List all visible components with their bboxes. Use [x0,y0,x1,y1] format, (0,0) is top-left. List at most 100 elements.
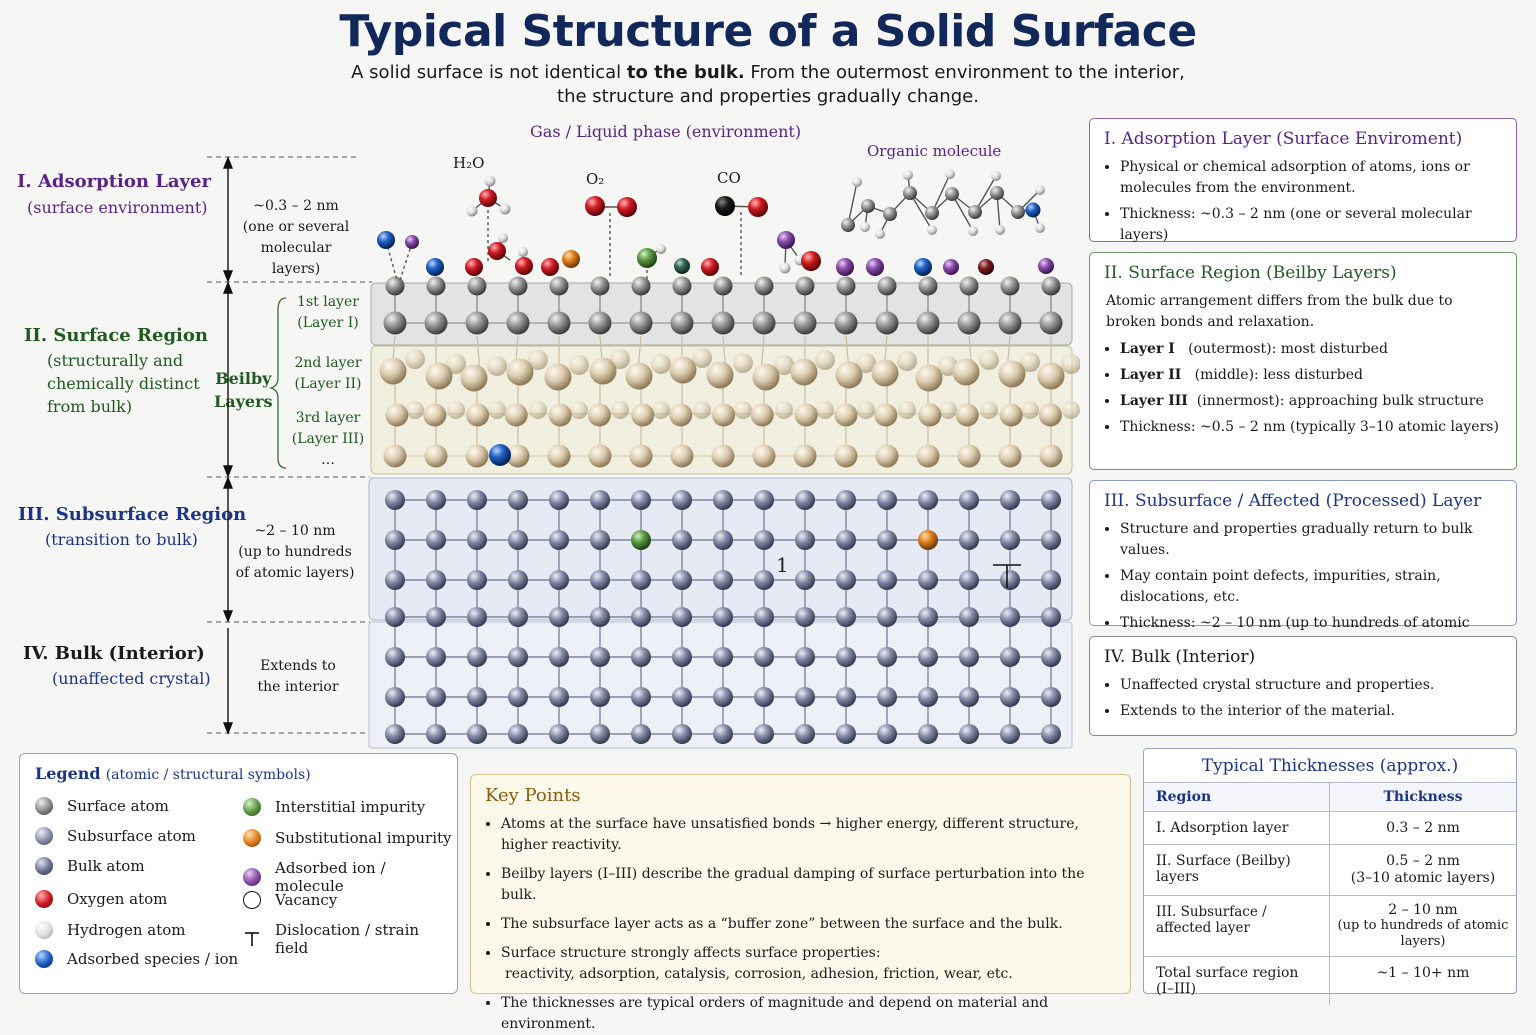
subsurface-atom [669,403,693,427]
subsurface-atom [570,401,588,419]
bulk-atom [467,724,487,744]
subsurface-atom [1039,444,1063,468]
molecule-bond [399,242,413,281]
subsurface-atom [1000,490,1020,510]
subsurface-atom [916,444,940,468]
thickness-note: (up to hundreds of atomic layers) [1337,918,1509,949]
bulk-atom [959,647,979,667]
organic-molecule-label: Organic molecule [867,142,1002,160]
surface-atom [1000,276,1020,296]
subtitle-part: A solid surface is not identical [351,62,627,83]
surface-atom [793,311,817,335]
subsurface-atom [815,350,835,370]
bulk-atom [918,687,938,707]
subsurface-atom [1000,570,1020,590]
surface-atom [629,311,653,335]
bulk-atom [508,724,528,744]
legend-item-bulk-atom: Bulk atom [35,857,145,875]
subsurface-atom [383,444,407,468]
surface-atom [875,311,899,335]
oxygen-atom [585,196,605,216]
bulk-atom [1041,724,1061,744]
subsurface-atom [816,401,834,419]
subsurface-atom [998,360,1026,388]
bulk-atom [590,724,610,744]
bulk-atom [1041,647,1061,667]
subsurface-atom [713,570,733,590]
note-line: Extends to [260,658,336,674]
bulk-atom [836,607,856,627]
subsurface-atom [836,530,856,550]
note-line: ~0.3 – 2 nm [253,198,339,214]
surface-atom [547,311,571,335]
bulk-atom [672,647,692,667]
subsurface-atom [706,361,734,389]
legend-item-hydrogen-atom: Hydrogen atom [35,921,186,939]
subsurface-atom [528,350,548,370]
adsorbed-ion-atom [405,235,419,249]
surface-atom [959,276,979,296]
surface-atom [465,311,489,335]
subsurface-atom [651,354,671,374]
surface-atom [588,311,612,335]
left-label-adsorption-sub: (surface environment) [27,198,208,217]
subsurface-atom [590,490,610,510]
subsurface-atom [488,401,506,419]
adsorbed-ion-atom [1038,258,1054,274]
left-label-surface-sub-2: chemically distinct [47,374,200,393]
note-line: ~2 – 10 nm [254,523,336,539]
subsurface-atom [713,490,733,510]
box-bullet: Thickness: ~0.5 – 2 nm (typically 3–10 a… [1120,417,1504,438]
subsurface-atom [1000,530,1020,550]
subsurface-atom [752,363,780,391]
left-label-surface-sub-1: (structurally and [47,351,184,370]
subsurface-atom [952,358,980,386]
molecule-bond [931,173,951,214]
oxygen-atom [515,257,533,275]
legend-label: Bulk atom [67,857,145,875]
surface-atom [877,276,897,296]
subsurface-atom [836,570,856,590]
box-bullet: Thickness: ~0.3 – 2 nm (one or several m… [1120,204,1504,246]
box-bullet: May contain point defects, impurities, s… [1120,566,1504,608]
subsurface-atom [424,444,448,468]
carbon-atom [1011,205,1025,219]
thickness-table-panel: Typical Thicknesses (approx.) Region Thi… [1143,748,1517,1005]
legend-item-substitutional-impurity: Substitutional impurity [243,829,452,847]
dimension-note-bulk: Extends to the interior [240,656,356,698]
subsurface-atom [467,530,487,550]
box-bullet: Physical or chemical adsorption of atoms… [1120,157,1504,199]
bulk-atom [877,724,897,744]
subsurface-atom [939,401,957,419]
subsurface-atom [1020,352,1040,372]
adsorbed-ion-atom [866,258,884,276]
bulk-atom [467,607,487,627]
subsurface-atom [549,490,569,510]
table-cell-region: III. Subsurface / affected layer [1144,895,1330,957]
oxygen-atom [748,197,768,217]
subsurface-atom [670,444,694,468]
surface-atom [998,311,1022,335]
subsurface-atom [385,490,405,510]
subsurface-atom [467,490,487,510]
hydrogen-atom [927,225,937,235]
carbon-atom [715,196,735,216]
carbon-atom [861,199,875,213]
subtitle-line-2: the structure and properties gradually c… [557,86,979,107]
subsurface-atom [752,444,776,468]
box-bullet: Structure and properties gradually retur… [1120,519,1504,561]
subsurface-atom [795,490,815,510]
surface-atom [508,276,528,296]
legend-item-interstitial-impurity: Interstitial impurity [243,798,425,816]
legend-item-vacancy: Vacancy [243,891,337,909]
interstitial-impurity [631,530,651,550]
subsurface-atom [587,403,611,427]
bulk-atom [1000,724,1020,744]
box-subsurface: III. Subsurface / Affected (Processed) L… [1089,480,1517,652]
table-cell-region: I. Adsorption layer [1144,811,1330,845]
page-title: Typical Structure of a Solid Surface [339,6,1197,57]
subsurface-atom [1041,490,1061,510]
bulk-atom [631,687,651,707]
surface-atom [918,276,938,296]
adsorbed-species-atom [674,258,690,274]
